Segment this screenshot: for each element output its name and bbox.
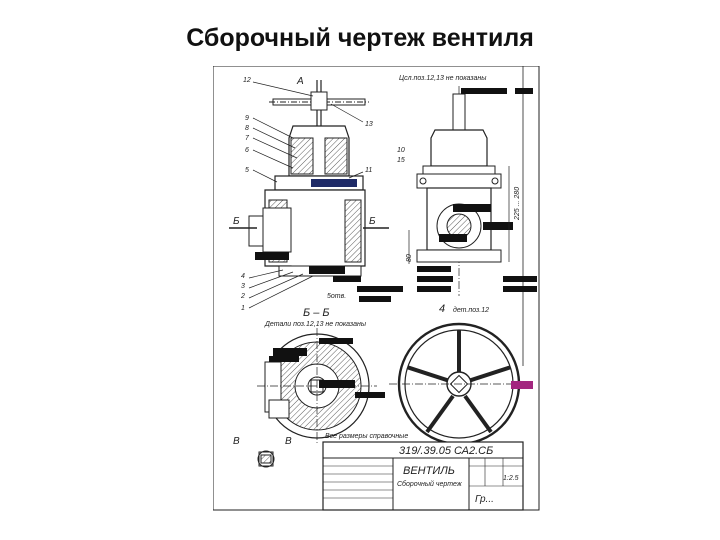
handwheel-view bbox=[389, 322, 533, 446]
highlight-stem-packing bbox=[311, 179, 357, 187]
view-label-a: A bbox=[296, 76, 304, 87]
drawing-canvas: A Цсл.поз.12,13 не показаны Детали поз.1… bbox=[213, 66, 540, 511]
note-top: Цсл.поз.12,13 не показаны bbox=[399, 75, 487, 82]
note-section: Детали поз.12,13 не показаны bbox=[264, 321, 367, 328]
leader-num-1: 1 bbox=[241, 305, 245, 312]
section-label: Б – Б bbox=[303, 307, 330, 319]
title-block-code: 319/.39.05 СА2.СБ bbox=[399, 445, 493, 457]
leader-num-11: 11 bbox=[365, 167, 372, 174]
front-view bbox=[229, 80, 403, 309]
section-mark-right: Б bbox=[369, 216, 376, 227]
highlight-handwheel-dimension bbox=[511, 381, 533, 389]
title-block-subtitle: Сборочный чертеж bbox=[397, 480, 463, 488]
dim-225: 225 ... 280 bbox=[514, 187, 521, 221]
title-block-group: Гр... bbox=[475, 494, 494, 505]
side-view bbox=[408, 86, 537, 296]
leader-num-9: 9 bbox=[245, 115, 249, 122]
page-title: Сборочный чертеж вентиля bbox=[186, 24, 534, 52]
leader-num-5: 5 bbox=[245, 167, 249, 174]
dim-80: 80 bbox=[406, 254, 413, 262]
leader-num-2: 2 bbox=[240, 293, 245, 300]
title-block-name: ВЕНТИЛЬ bbox=[403, 465, 455, 477]
leader-num-4: 4 bbox=[241, 273, 245, 280]
dim-5: 5отв. bbox=[327, 293, 346, 300]
view-mark-b2: В bbox=[285, 436, 292, 447]
view-v-v bbox=[257, 450, 275, 468]
leader-num-6: 6 bbox=[245, 147, 249, 154]
view-mark-b1: В bbox=[233, 436, 240, 447]
title-block bbox=[322, 441, 524, 511]
leader-num-8: 8 bbox=[245, 125, 249, 132]
assembly-drawing: A Цсл.поз.12,13 не показаны Детали поз.1… bbox=[213, 66, 543, 512]
leader-num-13: 13 bbox=[365, 121, 373, 128]
leader-num-15: 15 bbox=[397, 157, 405, 164]
label-4-note: дет.поз.12 bbox=[453, 306, 489, 314]
title-block-scale: 1:2.5 bbox=[503, 475, 519, 482]
section-view bbox=[257, 328, 385, 444]
leader-num-10: 10 bbox=[397, 147, 405, 154]
note-bottom: Все размеры справочные bbox=[325, 433, 408, 440]
section-mark-left: Б bbox=[233, 216, 240, 227]
label-4: 4 bbox=[439, 303, 445, 315]
leader-num-3: 3 bbox=[241, 283, 245, 290]
leader-num-12: 12 bbox=[243, 77, 251, 84]
leader-num-7: 7 bbox=[245, 135, 250, 142]
